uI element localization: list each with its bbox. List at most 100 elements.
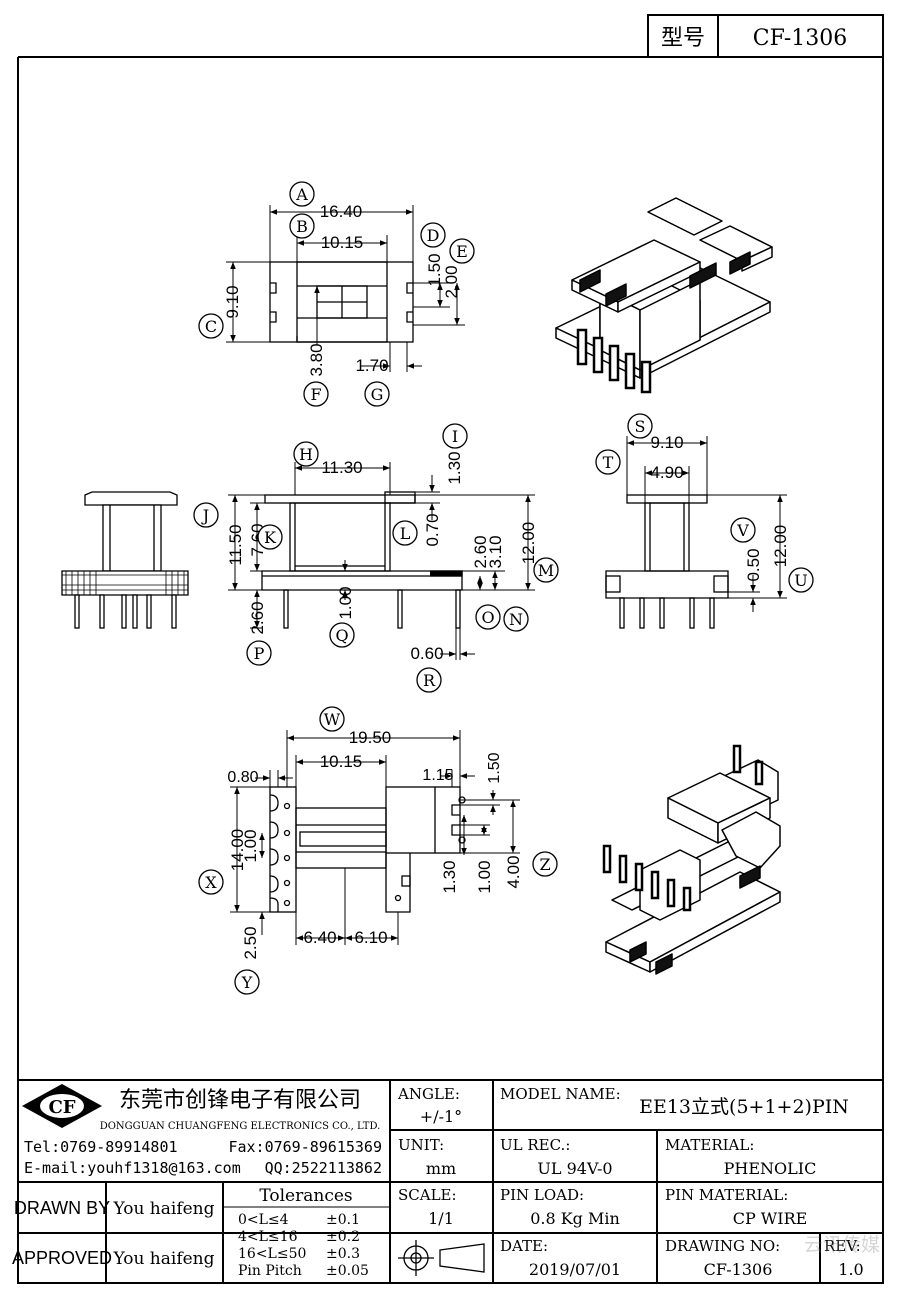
company-tel: Tel:0769-89914801 bbox=[24, 1138, 178, 1156]
dim-e: 2.00 bbox=[442, 265, 461, 298]
dim-o: 2.60 bbox=[471, 535, 490, 568]
callout-x: X bbox=[205, 873, 217, 892]
dim-a: 16.40 bbox=[320, 202, 363, 221]
callout-r-ring bbox=[416, 667, 442, 693]
dim-x2: 1.00 bbox=[241, 829, 260, 862]
approved-label: APPROVED bbox=[12, 1248, 112, 1268]
company-logo: CF bbox=[22, 1084, 102, 1128]
callout-t-ring bbox=[595, 449, 621, 475]
dim-w2: 10.15 bbox=[320, 752, 363, 771]
callout-r: R bbox=[423, 671, 436, 690]
callout-j-ring bbox=[193, 502, 219, 528]
callout-g-ring bbox=[364, 381, 390, 407]
tol-range-3: 16<L≤50 bbox=[238, 1246, 306, 1262]
dim-j: 11.50 bbox=[226, 524, 245, 565]
callout-z-ring bbox=[532, 851, 558, 877]
scale-label: SCALE: bbox=[398, 1186, 457, 1204]
callout-w: W bbox=[324, 710, 341, 729]
callout-b-ring bbox=[289, 213, 315, 239]
callout-b: B bbox=[296, 217, 308, 236]
front-view-dimensions bbox=[228, 462, 535, 660]
scale-value: 1/1 bbox=[428, 1209, 454, 1228]
angle-label: ANGLE: bbox=[397, 1085, 460, 1103]
letter-callouts bbox=[193, 181, 814, 995]
callout-t: T bbox=[603, 453, 614, 472]
callout-e: E bbox=[456, 242, 468, 261]
pin-material-value: CP WIRE bbox=[733, 1209, 808, 1228]
callout-f: F bbox=[310, 385, 321, 404]
callout-l: L bbox=[400, 524, 411, 543]
drawn-by-value: You haifeng bbox=[112, 1199, 214, 1219]
tol-range-4: Pin Pitch bbox=[238, 1263, 302, 1279]
approved-value: You haifeng bbox=[112, 1249, 214, 1269]
dim-l: 0.70 bbox=[423, 513, 442, 546]
callout-m-ring bbox=[533, 557, 559, 583]
dim-n: 3.10 bbox=[486, 535, 505, 568]
letter-callout-labels: A B C D E F G H I J K L M N O P Q R S T … bbox=[201, 185, 808, 992]
logo-text: CF bbox=[48, 1097, 75, 1118]
callout-g: G bbox=[371, 385, 384, 404]
tol-value-1: ±0.1 bbox=[326, 1212, 360, 1228]
isometric-view-bottom bbox=[605, 759, 781, 975]
dim-y: 2.50 bbox=[241, 926, 260, 959]
left-side-view bbox=[61, 491, 189, 629]
callout-p: P bbox=[254, 644, 265, 663]
callout-v-ring bbox=[730, 517, 756, 543]
date-value: 2019/07/01 bbox=[529, 1260, 621, 1279]
callout-m: M bbox=[538, 561, 554, 580]
pin-load-label: PIN LOAD: bbox=[500, 1186, 584, 1204]
model-name-value: EE13立式(5+1+2)PIN bbox=[639, 1096, 849, 1118]
callout-n: N bbox=[509, 610, 523, 629]
company-name-en: DONGGUAN CHUANGFENG ELECTRONICS CO., LTD… bbox=[100, 1121, 381, 1132]
bottom-view-dimensions bbox=[230, 730, 520, 945]
ul-rec-value: UL 94V-0 bbox=[537, 1159, 612, 1178]
callout-e-ring bbox=[449, 238, 475, 264]
dim-f: 3.80 bbox=[307, 343, 326, 376]
dim-m: 12.00 bbox=[519, 522, 538, 565]
callout-a: A bbox=[295, 185, 308, 204]
dim-i: 1.30 bbox=[445, 451, 464, 484]
callout-x-ring bbox=[198, 869, 224, 895]
callout-y: Y bbox=[241, 973, 253, 992]
unit-label: UNIT: bbox=[398, 1136, 444, 1154]
callout-k-ring bbox=[257, 524, 283, 550]
callout-n-ring bbox=[503, 606, 529, 632]
model-value: CF-1306 bbox=[753, 26, 848, 51]
isometric-view-top-pins bbox=[576, 328, 652, 394]
unit-value: mm bbox=[426, 1159, 456, 1178]
dim-d: 1.50 bbox=[425, 253, 444, 286]
title-block-grid bbox=[17, 1079, 884, 1284]
callout-d-ring bbox=[420, 222, 446, 248]
dim-z2: 1.00 bbox=[475, 860, 494, 893]
tol-value-4: ±0.05 bbox=[326, 1263, 369, 1279]
callout-c-ring bbox=[198, 313, 224, 339]
pin-material-label: PIN MATERIAL: bbox=[665, 1186, 788, 1204]
angle-value: +/-1° bbox=[420, 1107, 462, 1126]
callout-i-ring bbox=[442, 423, 468, 449]
dim-p: 2.60 bbox=[248, 601, 267, 634]
callout-h-ring bbox=[293, 441, 319, 467]
callout-i: I bbox=[452, 427, 458, 446]
projection-symbol-icon bbox=[398, 1240, 485, 1276]
callout-s-ring bbox=[627, 413, 653, 439]
rev-value: 1.0 bbox=[838, 1260, 863, 1279]
dim-c: 9.10 bbox=[223, 285, 242, 318]
top-view-dimensions bbox=[226, 205, 465, 372]
tol-value-3: ±0.3 bbox=[326, 1246, 360, 1262]
callout-d: D bbox=[427, 226, 440, 245]
callout-q-ring bbox=[329, 622, 355, 648]
callout-z: Z bbox=[539, 855, 550, 874]
pin-load-value: 0.8 Kg Min bbox=[530, 1209, 620, 1228]
dim-w: 19.50 bbox=[349, 728, 392, 747]
callout-v: V bbox=[736, 521, 749, 540]
callout-l-ring bbox=[392, 520, 418, 546]
callout-a-ring bbox=[289, 181, 315, 207]
drawing-no-value: CF-1306 bbox=[704, 1260, 773, 1279]
dim-x: 14.00 bbox=[228, 829, 247, 872]
dim-z: 4.00 bbox=[504, 855, 523, 888]
dim-b2: 6.10 bbox=[354, 928, 387, 947]
drawing-no-label: DRAWING NO: bbox=[665, 1237, 780, 1255]
callout-o-ring bbox=[475, 604, 501, 630]
dim-b: 10.15 bbox=[321, 233, 364, 252]
